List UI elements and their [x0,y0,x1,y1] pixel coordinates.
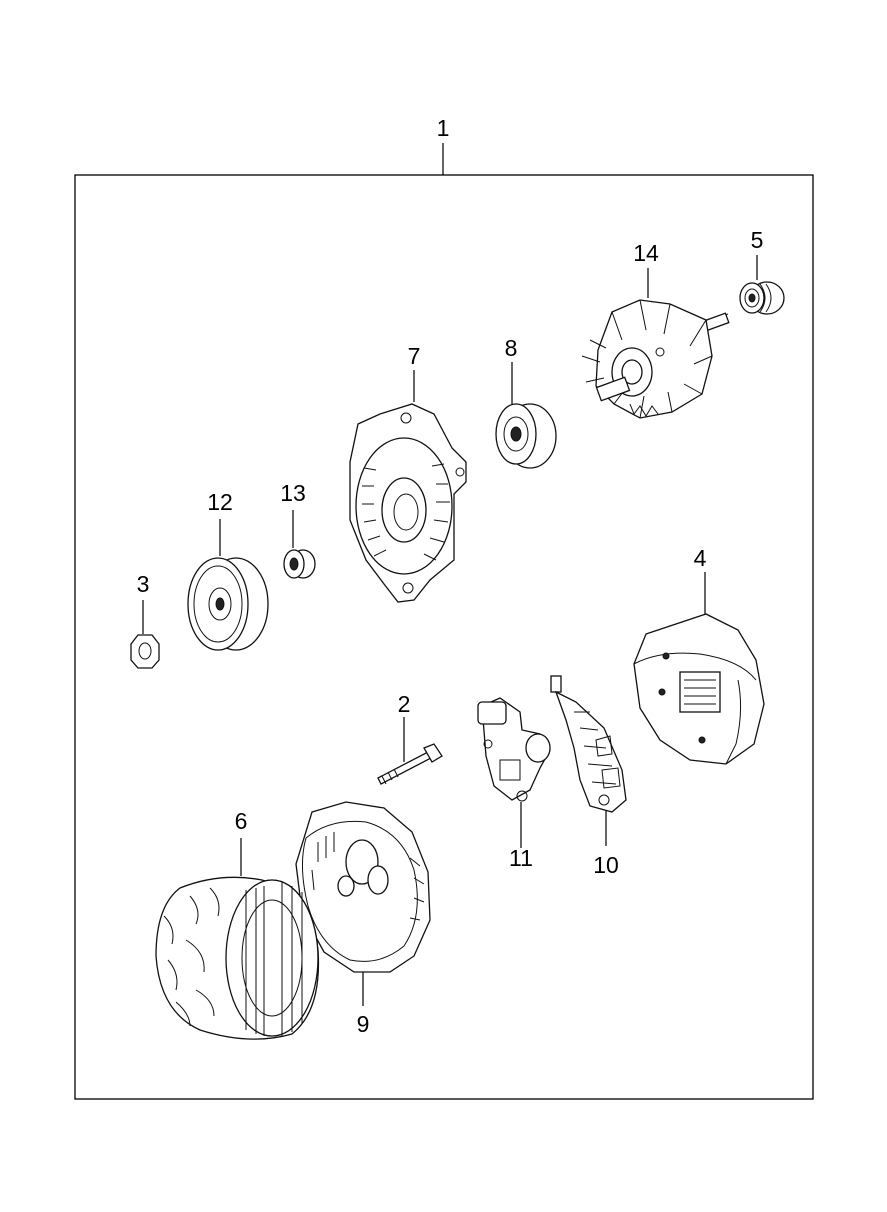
callout-3: 3 [137,571,150,597]
callout-5: 5 [751,227,764,253]
callout-6: 6 [235,808,248,834]
bolt-icon [377,717,443,785]
bearing-icon [739,255,785,315]
bearing-icon [495,362,557,469]
callout-13: 13 [280,480,306,506]
callout-4: 4 [694,545,707,571]
spacer-icon [283,510,316,579]
callout-11: 11 [509,845,533,871]
assembly-frame [74,174,814,1100]
callout-9: 9 [357,1011,370,1037]
pulley-icon [187,519,269,651]
stator-icon [155,838,320,1040]
regulator-icon [477,697,551,848]
rear-cover-icon [633,572,765,765]
callout-1: 1 [437,115,450,141]
callout-12: 12 [207,489,233,515]
front-bracket-icon [349,370,467,603]
rear-bracket-icon [295,801,431,1006]
rectifier-icon [550,675,627,846]
nut-icon [130,600,160,669]
callout-8: 8 [505,335,518,361]
rotor-icon [581,268,730,419]
callout-2: 2 [398,691,411,717]
callout-10: 10 [593,852,619,878]
callout-7: 7 [408,343,421,369]
callout-14: 14 [633,240,659,266]
